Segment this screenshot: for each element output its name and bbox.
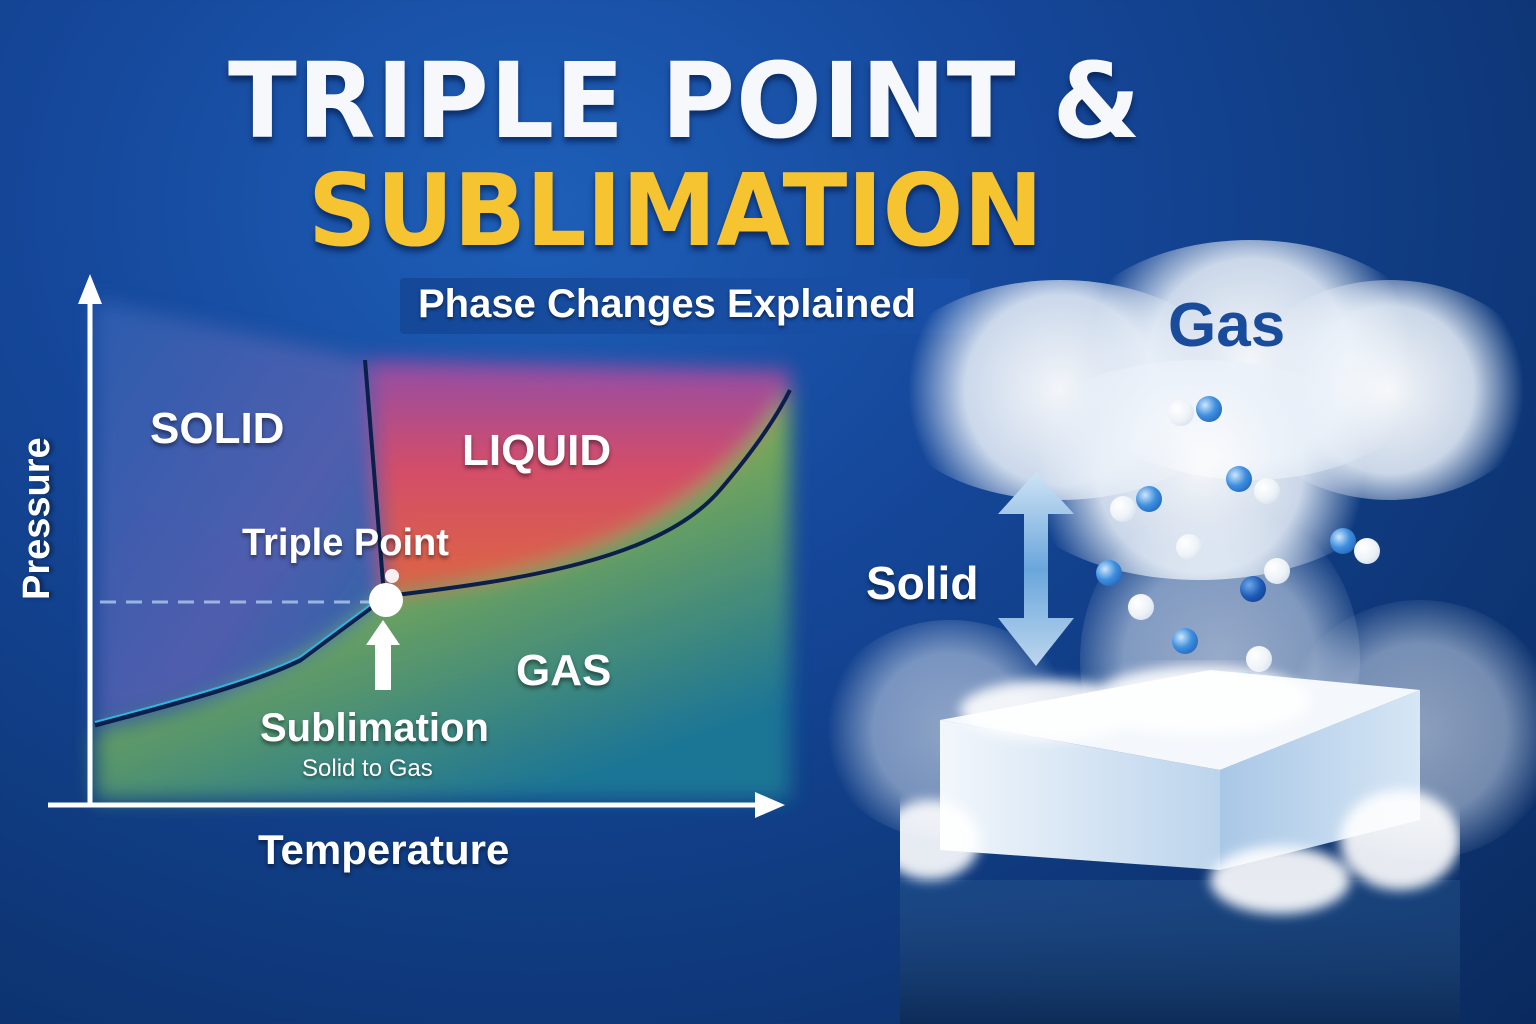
sublimation-curve [94,594,387,728]
title-line-2: SUBLIMATION [308,152,1043,269]
dry-ice-block [900,666,1460,1024]
region-label-solid: SOLID [150,404,285,453]
y-axis-arrow-icon [78,274,102,304]
solid-label: Solid [866,557,979,609]
sublimation-arrow-icon [366,620,400,690]
region-label-gas: GAS [516,646,612,695]
region-label-liquid: LIQUID [462,426,612,475]
melting-curve [363,359,386,596]
sublimation-sublabel: Solid to Gas [302,755,433,782]
phase-diagram [48,274,792,818]
vaporization-curve [387,389,792,598]
title-line-1: TRIPLE POINT & [228,40,1142,162]
gas-label: Gas [1168,291,1286,360]
triple-point-marker [369,583,403,617]
subtitle: Phase Changes Explained [418,282,916,326]
y-axis-label: Pressure [16,437,58,600]
subtitle-banner [400,278,970,334]
sublimation-label: Sublimation [260,706,489,750]
double-arrow-icon [998,472,1074,666]
x-axis-label: Temperature [258,826,510,873]
x-axis-arrow-icon [755,792,785,818]
vapor-cloud [820,240,1536,860]
triple-point-label: Triple Point [242,522,449,564]
